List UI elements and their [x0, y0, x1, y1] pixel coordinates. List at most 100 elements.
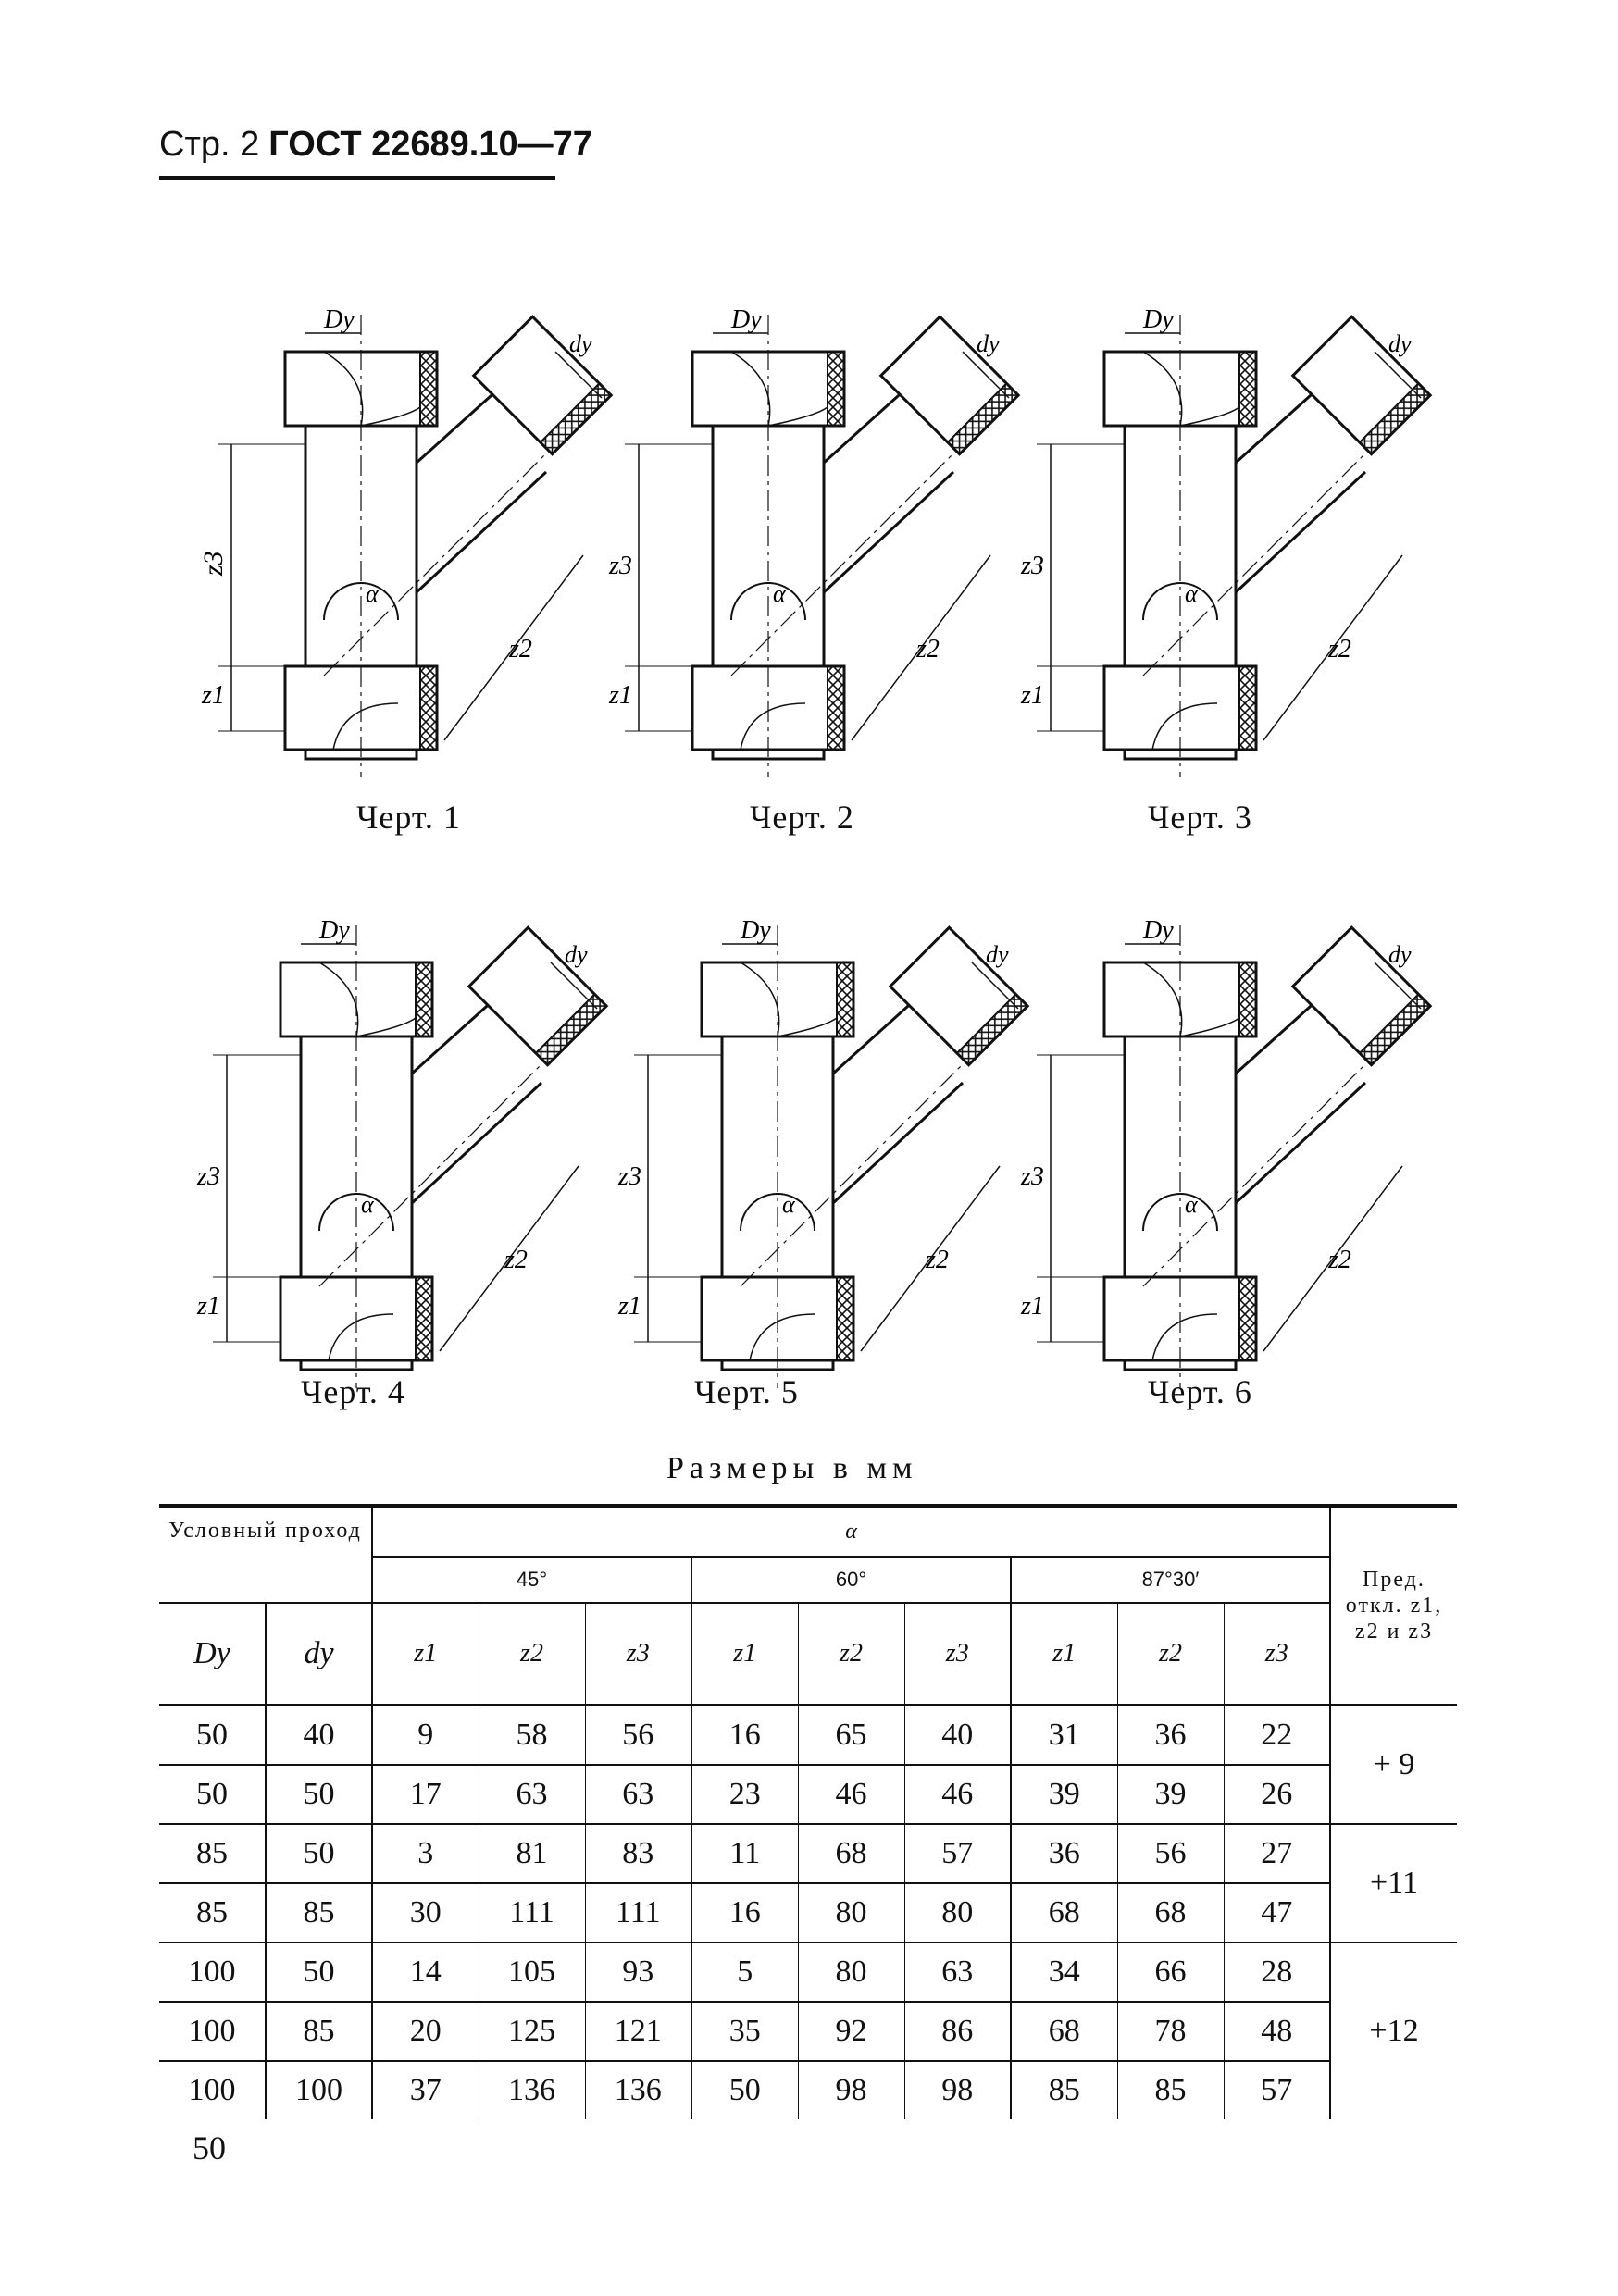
drawing-2: Dy z3 z1 z2 α dy [608, 305, 1020, 779]
label-alpha: α [773, 580, 787, 607]
table-cell: 58 [479, 1705, 586, 1766]
table-cell: 39 [1011, 1764, 1118, 1825]
table-cell: 85 [266, 1882, 373, 1943]
header-z2: z2 [798, 1603, 905, 1705]
standard-number: ГОСТ 22689.10—77 [268, 125, 592, 164]
table-cell: 68 [1011, 2001, 1118, 2062]
header-dy: dy [266, 1603, 373, 1705]
table-cell: 86 [904, 2001, 1012, 2062]
table-cell: 85 [266, 2001, 373, 2062]
label-Dy: Dy [323, 305, 355, 334]
table-cell: 11 [691, 1823, 799, 1884]
label-z1: z1 [617, 1292, 641, 1321]
label-z2: z2 [504, 1246, 528, 1274]
table-cell: 30 [372, 1882, 479, 1943]
header-alpha: α [372, 1506, 1330, 1558]
table-cell: 100 [159, 2060, 267, 2119]
table-cell: 56 [585, 1705, 692, 1766]
table-cell: 80 [798, 1942, 905, 2003]
caption-4: Черт. 4 [301, 1373, 405, 1410]
table-cell: 83 [585, 1823, 692, 1884]
drawing-4: Dy z3 z1 z2 α dy [196, 916, 608, 1390]
label-alpha: α [1185, 1191, 1199, 1218]
table-cell: 136 [479, 2060, 586, 2119]
caption-5: Черт. 5 [694, 1373, 799, 1410]
table-cell: 85 [1011, 2060, 1118, 2119]
table-cell: 27 [1224, 1823, 1331, 1884]
table-cell: 100 [159, 1942, 267, 2003]
label-alpha: α [366, 580, 380, 607]
table-cell: 50 [691, 2060, 799, 2119]
table-cell: 57 [904, 1823, 1012, 1884]
label-z3: z3 [617, 1162, 641, 1191]
label-alpha: α [782, 1191, 796, 1218]
drawing-5: Dy z3 z1 z2 α dy [617, 916, 1029, 1390]
header-z1: z1 [691, 1603, 799, 1705]
header-z3: z3 [904, 1603, 1012, 1705]
table-cell: 50 [159, 1764, 267, 1825]
label-dy: dy [1388, 941, 1412, 968]
table-cell: 26 [1224, 1764, 1331, 1825]
label-Dy: Dy [1142, 305, 1174, 334]
table-cell: 68 [1117, 1882, 1225, 1943]
table-cell: 34 [1011, 1942, 1118, 2003]
table-cell: 85 [159, 1823, 267, 1884]
label-dy: dy [1388, 330, 1412, 357]
table-cell: 68 [1011, 1882, 1118, 1943]
table-cell: 66 [1117, 1942, 1225, 2003]
caption-2: Черт. 2 [750, 799, 854, 836]
table-cell: 16 [691, 1882, 799, 1943]
header-z2: z2 [1117, 1603, 1225, 1705]
header-angle-87: 87°30′ [1011, 1557, 1330, 1604]
header-angle-45: 45° [372, 1557, 692, 1604]
caption-3: Черт. 3 [1148, 799, 1252, 836]
table-cell: 56 [1117, 1823, 1225, 1884]
table-title: Размеры в мм [666, 1451, 918, 1485]
table-cell: 105 [479, 1942, 586, 2003]
table-cell: 80 [798, 1882, 905, 1943]
table-cell: 98 [798, 2060, 905, 2119]
table-cell: 40 [904, 1705, 1012, 1766]
label-dy: dy [565, 941, 588, 968]
label-alpha: α [1185, 580, 1199, 607]
table-cell: 65 [798, 1705, 905, 1766]
table-cell: 20 [372, 2001, 479, 2062]
table-cell: 80 [904, 1882, 1012, 1943]
table-cell: 63 [904, 1942, 1012, 2003]
header-nominal: Условный проход [159, 1506, 373, 1604]
label-Dy: Dy [318, 916, 350, 945]
label-dy: dy [977, 330, 1000, 357]
table-cell: 17 [372, 1764, 479, 1825]
table-cell: 28 [1224, 1942, 1331, 2003]
header-z1: z1 [1011, 1603, 1118, 1705]
table-cell: 40 [266, 1705, 373, 1766]
table-cell: 57 [1224, 2060, 1331, 2119]
table-cell: 92 [798, 2001, 905, 2062]
label-z3: z3 [196, 1162, 220, 1191]
table-cell: 85 [1117, 2060, 1225, 2119]
table-cell: 121 [585, 2001, 692, 2062]
table-cell: 50 [266, 1942, 373, 2003]
label-z2: z2 [508, 635, 532, 664]
table-cell: 111 [479, 1882, 586, 1943]
caption-6: Черт. 6 [1148, 1373, 1252, 1410]
deviation-cell: +11 [1330, 1823, 1457, 1943]
label-z1: z1 [201, 681, 225, 710]
label-Dy: Dy [1142, 916, 1174, 945]
table-cell: 100 [266, 2060, 373, 2119]
label-z3: z3 [608, 552, 632, 580]
header-z3: z3 [1264, 1638, 1288, 1668]
label-z2: z2 [1327, 1246, 1351, 1274]
table-cell: 81 [479, 1823, 586, 1884]
table-cell: 23 [691, 1764, 799, 1825]
header-z1: z1 [372, 1603, 479, 1705]
label-dy: dy [986, 941, 1009, 968]
table-cell: 31 [1011, 1705, 1118, 1766]
table-cell: 14 [372, 1942, 479, 2003]
table-cell: 98 [904, 2060, 1012, 2119]
